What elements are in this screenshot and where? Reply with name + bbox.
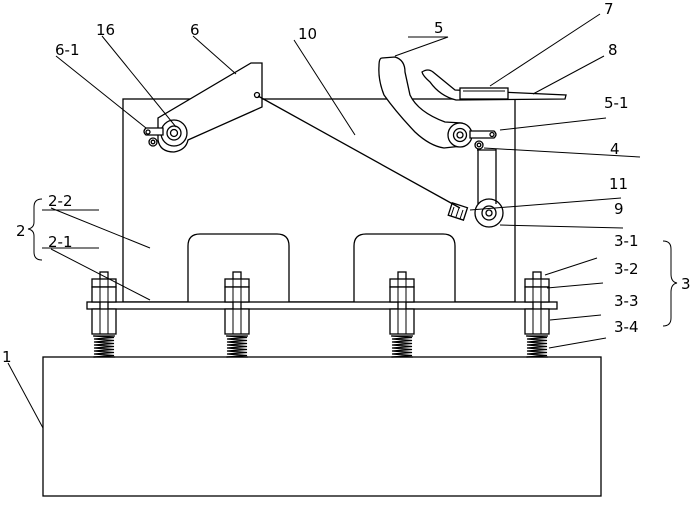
bottom-plate: [86, 301, 558, 310]
label-3-3: 3-3: [614, 292, 639, 310]
label-3-2: 3-2: [614, 260, 639, 278]
spring: [526, 335, 548, 358]
label-2-2: 2-2: [48, 192, 73, 210]
flat-arm: [421, 69, 567, 101]
label-2-1: 2-1: [48, 233, 73, 251]
bolt-assembly: [524, 271, 550, 358]
left-lever-pivot: [143, 127, 164, 147]
label-5-1: 5-1: [604, 94, 629, 112]
label-10: 10: [298, 25, 317, 43]
leader-lines: [7, 13, 641, 429]
label-6: 6: [190, 21, 200, 39]
left-lever: [157, 62, 263, 153]
pulley: [474, 198, 504, 228]
label-4: 4: [610, 140, 620, 158]
label-5: 5: [434, 19, 444, 37]
spring: [226, 335, 248, 358]
right-lever-pivot: [469, 130, 497, 150]
base-block: [42, 356, 602, 497]
arm-block: [459, 87, 509, 100]
spring: [391, 335, 413, 358]
cable: [257, 95, 497, 209]
part-labels: 1 2 2-2 2-1 6-1 16 6 10 5 7 8 5-1 4 11 9…: [2, 0, 691, 366]
label-8: 8: [608, 41, 618, 59]
plate-slots: [187, 233, 456, 302]
label-2: 2: [16, 222, 26, 240]
group2-brace: [27, 198, 43, 261]
right-hook-lever: [378, 56, 473, 149]
label-1: 1: [2, 348, 12, 366]
label-3-4: 3-4: [614, 318, 639, 336]
label-7: 7: [604, 0, 614, 18]
label-11: 11: [609, 175, 628, 193]
label-3: 3: [681, 275, 691, 293]
group3-brace: [662, 240, 678, 327]
label-3-1: 3-1: [614, 232, 639, 250]
bolt-assembly: [91, 271, 117, 358]
bolt-assembly: [389, 271, 415, 358]
cable-clamp: [447, 202, 469, 221]
bolt-spring-assemblies: [91, 271, 550, 358]
bolt-assembly: [224, 271, 250, 358]
label-9: 9: [614, 200, 624, 218]
spring: [93, 335, 115, 358]
label-6-1: 6-1: [55, 41, 80, 59]
label-16: 16: [96, 21, 115, 39]
